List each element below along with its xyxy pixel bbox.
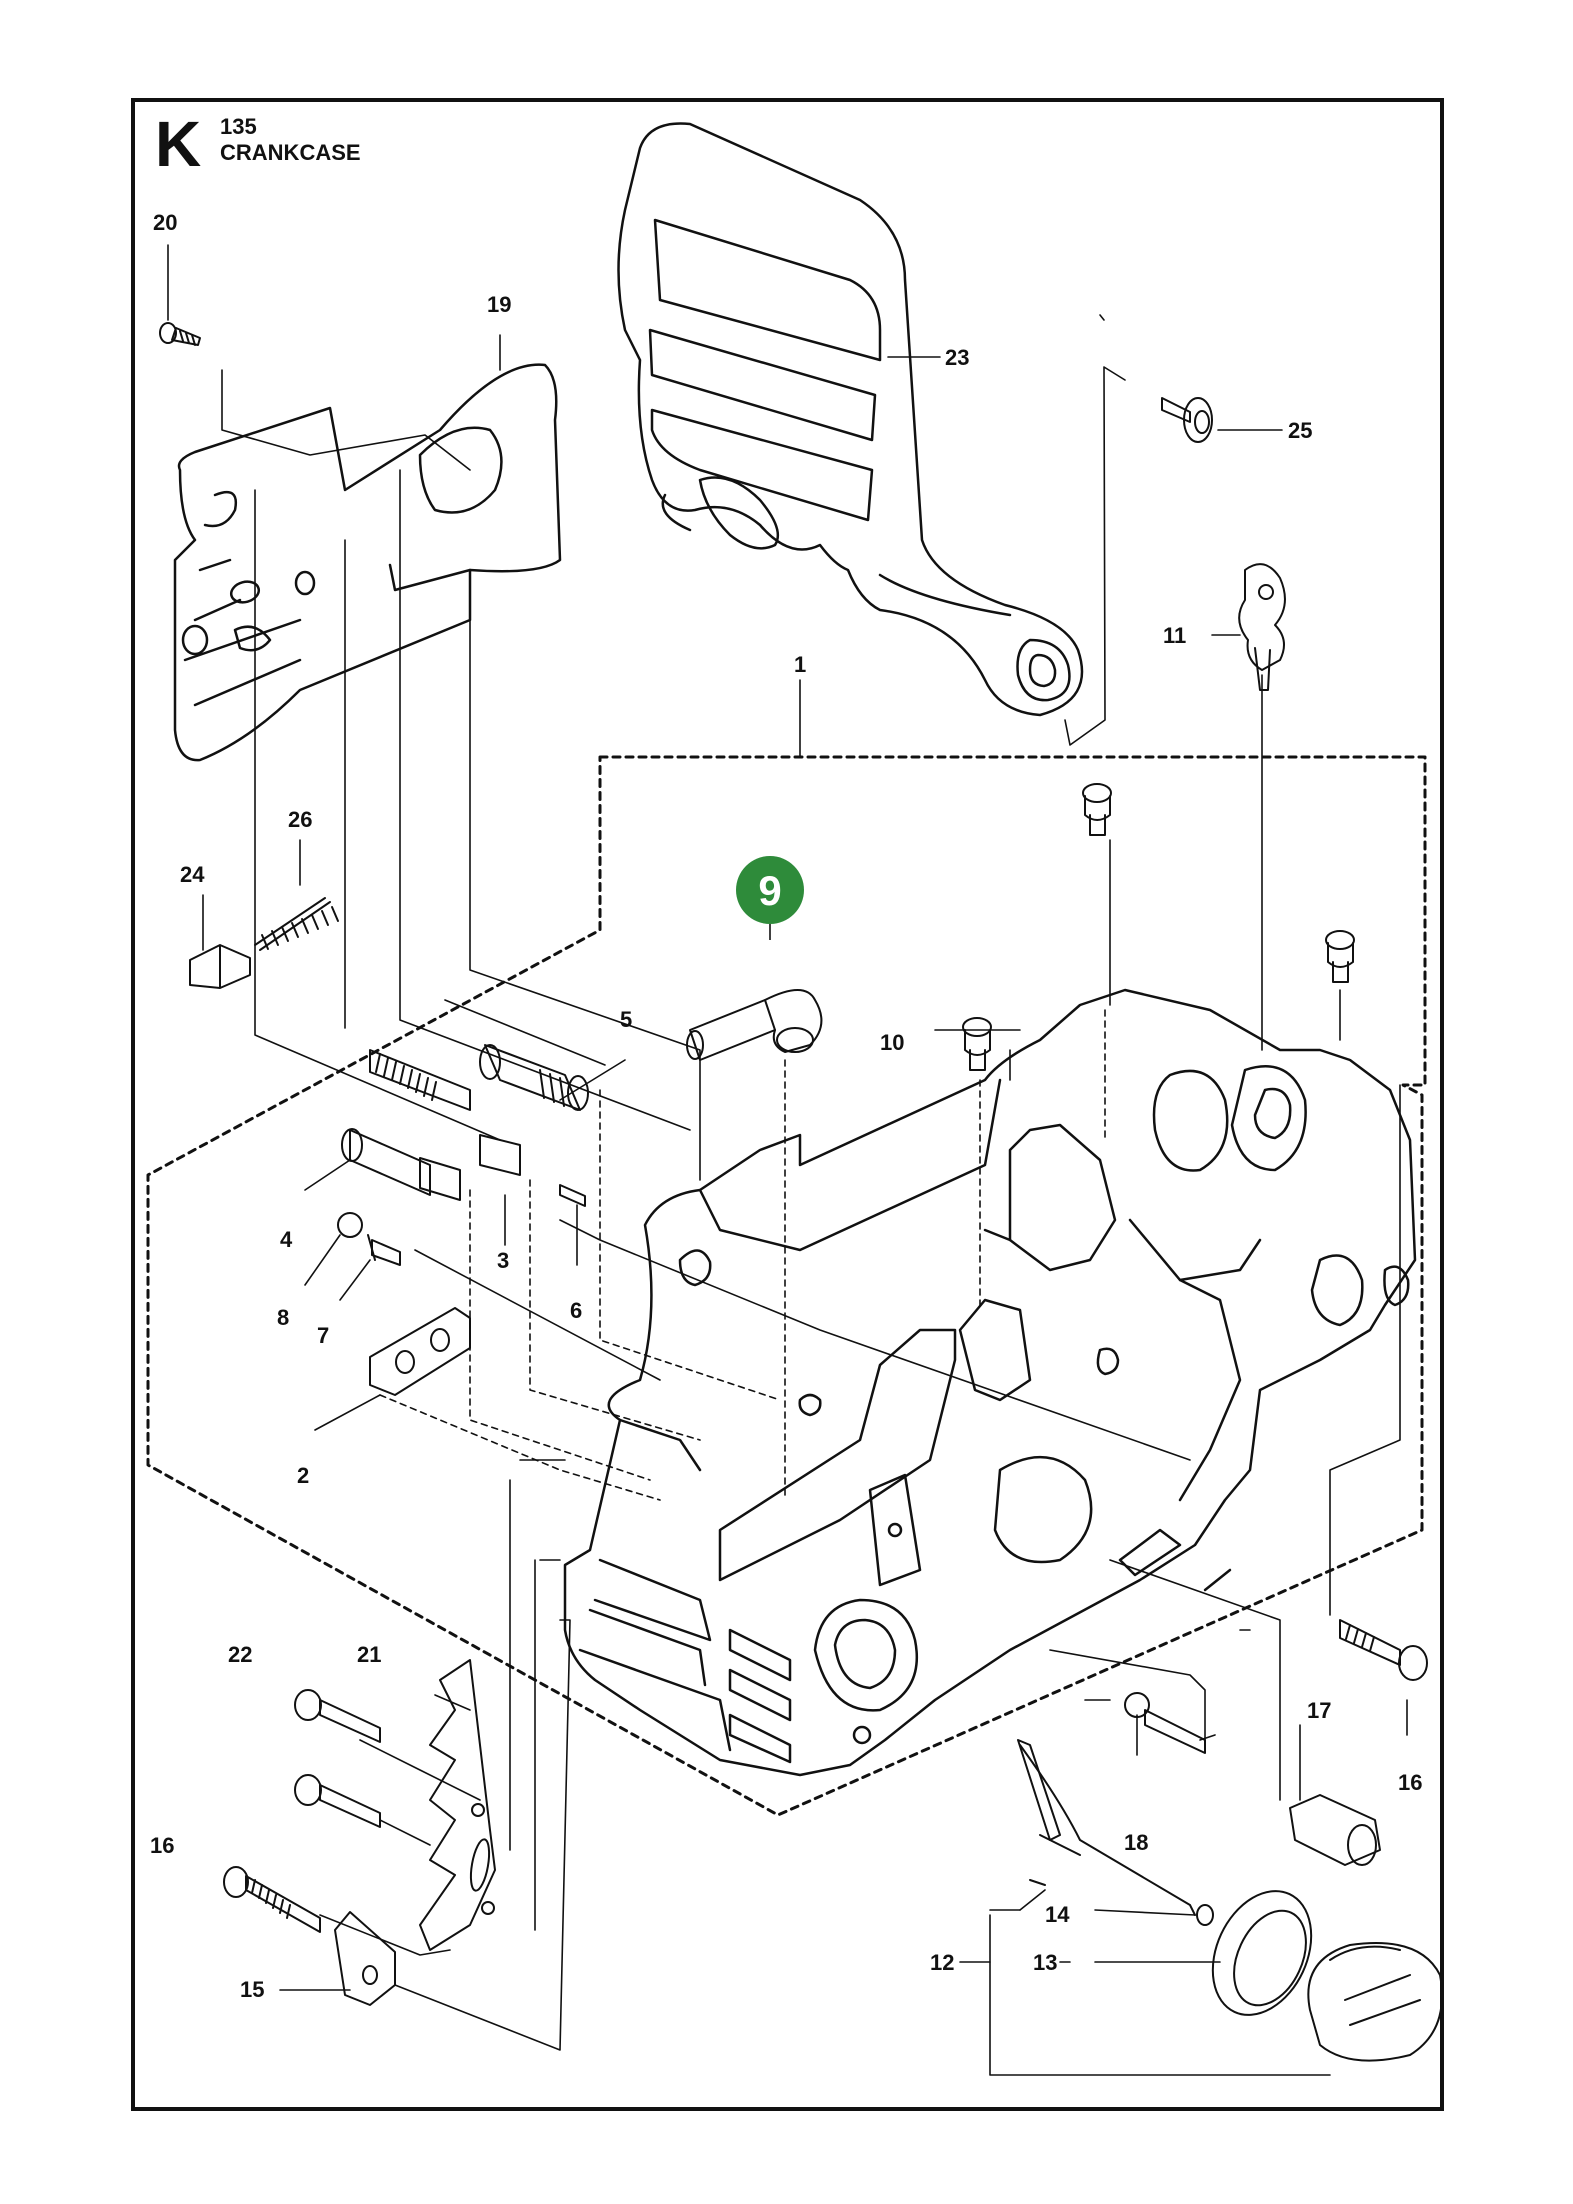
bracket-part-2 [369, 1307, 471, 1396]
callout-label-19: 19 [487, 292, 511, 317]
highlight-badge-circle [736, 856, 804, 924]
plug-part-17 [1289, 1794, 1381, 1866]
highlight-badge-label: 9 [758, 867, 781, 914]
callout-label-24: 24 [180, 862, 205, 887]
assembly-boundary [146, 755, 1427, 1817]
callout-label-23: 23 [945, 345, 969, 370]
rod-part-4 [341, 1049, 521, 1201]
highlight-badge: 9 [736, 856, 804, 940]
brake-cover-part [173, 363, 562, 762]
callout-label-11: 11 [1163, 623, 1186, 648]
spring-part-26 [254, 897, 339, 951]
bolt-upper-b [1325, 930, 1355, 983]
bolt-part-25 [1161, 397, 1213, 443]
callout-label-16-left: 16 [150, 1833, 174, 1858]
pin-part-6 [559, 1184, 586, 1207]
bolt-part-22 [294, 1689, 381, 1743]
cap-part-12 [1307, 1942, 1443, 2062]
diagram-frame [131, 98, 1444, 2111]
callout-label-20: 20 [153, 210, 177, 235]
callout-label-21: 21 [357, 1642, 381, 1667]
callout-label-3: 3 [497, 1248, 509, 1273]
bolt-part-16-right [1339, 1619, 1428, 1681]
callout-label-25: 25 [1288, 418, 1312, 443]
filter-part-14 [1017, 1739, 1214, 1926]
callout-label-15: 15 [240, 1977, 264, 2002]
callout-label-6: 6 [570, 1298, 582, 1323]
callout-label-26: 26 [288, 807, 312, 832]
callout-label-13: 13 [1033, 1950, 1057, 1975]
section-number: 135 [220, 114, 257, 139]
callout-label-18: 18 [1124, 1830, 1148, 1855]
callout-label-7: 7 [317, 1323, 329, 1348]
leader-lines [167, 244, 1408, 2076]
cap-part-8 [337, 1212, 363, 1238]
clip-part-11 [1238, 563, 1286, 691]
callout-label-5: 5 [620, 1007, 632, 1032]
screw-part-7 [367, 1234, 401, 1266]
callout-label-2: 2 [297, 1463, 309, 1488]
section-title: CRANKCASE [220, 140, 361, 165]
callout-label-10: 10 [880, 1030, 904, 1055]
bolt-upper-a [1082, 783, 1112, 836]
pin-part-5 [479, 1044, 589, 1111]
callout-labels: 20 19 23 25 11 1 26 24 5 10 4 3 8 7 6 2 … [150, 210, 1422, 2002]
callout-label-17: 17 [1307, 1698, 1331, 1723]
hand-guard-part [617, 122, 1084, 717]
screw-part-20 [159, 322, 201, 346]
callout-label-4: 4 [280, 1227, 293, 1252]
callout-label-22: 22 [228, 1642, 252, 1667]
section-letter: K [155, 108, 202, 180]
stud-part-9 [686, 989, 823, 1061]
nut-part-15 [334, 1911, 396, 2006]
callout-label-14: 14 [1045, 1902, 1070, 1927]
callout-label-16-right: 16 [1398, 1770, 1422, 1795]
bolt-middle [294, 1774, 381, 1828]
callout-label-12: 12 [930, 1950, 954, 1975]
bolt-part-16-left [223, 1866, 321, 1933]
bolt-part-10 [962, 1017, 992, 1071]
callout-label-1: 1 [794, 652, 806, 677]
callout-label-8: 8 [277, 1305, 289, 1330]
gasket-part-13 [1211, 1890, 1313, 2016]
crankcase-body [563, 988, 1417, 1777]
bumper-spike-part-21 [419, 1659, 496, 1951]
plunger-part-24 [189, 944, 251, 989]
